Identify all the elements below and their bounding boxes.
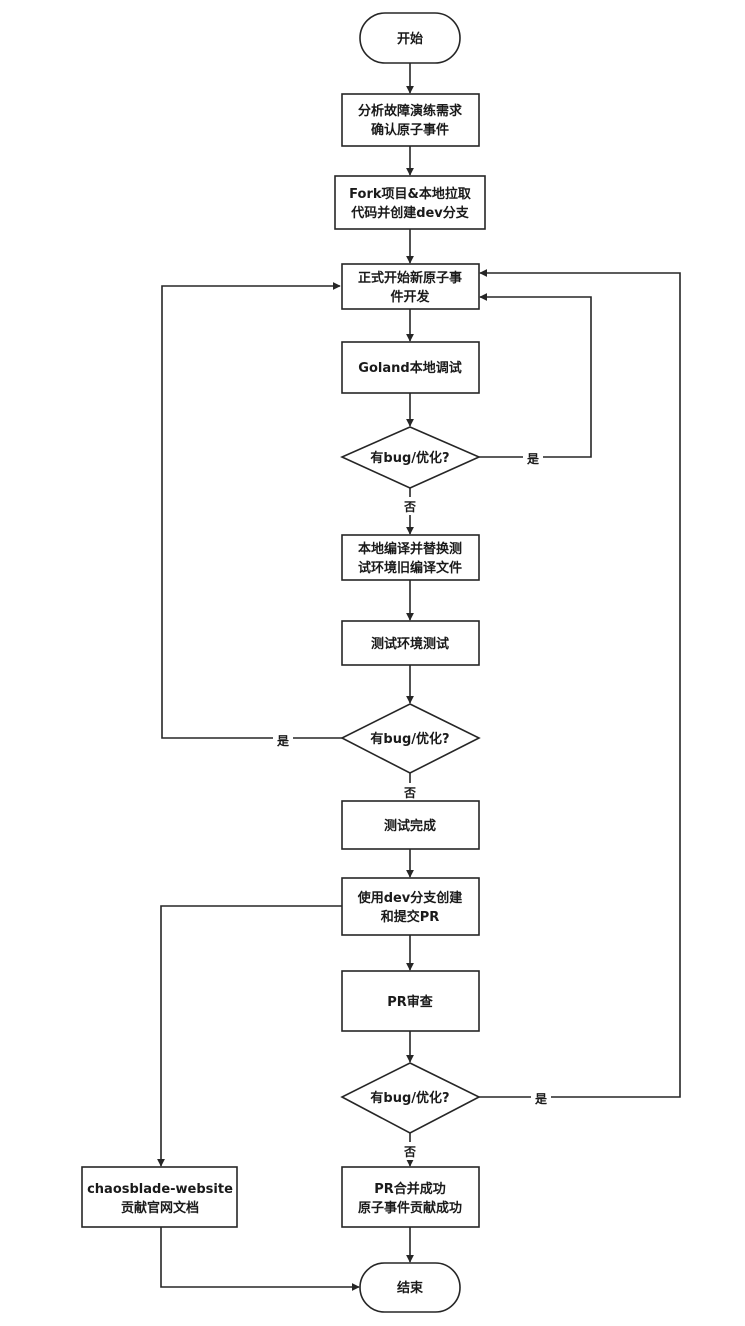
check3-node: 有bug/优化? bbox=[340, 1062, 481, 1134]
develop-label-line2: 件开发 bbox=[390, 289, 430, 305]
end-label: 结束 bbox=[397, 1280, 424, 1296]
check2-node: 有bug/优化? bbox=[340, 703, 481, 774]
check1-label: 有bug/优化? bbox=[370, 450, 449, 466]
merged-node: PR合并成功 原子事件贡献成功 bbox=[341, 1166, 480, 1228]
check1-node: 有bug/优化? bbox=[340, 426, 481, 489]
check2-no-label: 否 bbox=[403, 786, 416, 800]
end-node: 结束 bbox=[359, 1262, 461, 1313]
website-node: chaosblade-website 贡献官网文档 bbox=[81, 1166, 238, 1228]
website-label-line1: chaosblade-website bbox=[87, 1182, 233, 1197]
review-node: PR审查 bbox=[341, 970, 480, 1032]
review-label: PR审查 bbox=[387, 994, 434, 1010]
done-node: 测试完成 bbox=[341, 800, 480, 850]
edge-labels: 是 否 是 否 是 否 bbox=[273, 449, 551, 1160]
pr-node: 使用dev分支创建 和提交PR bbox=[341, 877, 480, 936]
check1-yes-label: 是 bbox=[526, 452, 540, 466]
check3-no-label: 否 bbox=[403, 1145, 416, 1159]
pr-label-line2: 和提交PR bbox=[381, 909, 440, 925]
develop-node: 正式开始新原子事 件开发 bbox=[341, 263, 480, 310]
envtest-label: 测试环境测试 bbox=[371, 636, 449, 652]
start-label: 开始 bbox=[397, 31, 423, 47]
analyze-node: 分析故障演练需求 确认原子事件 bbox=[341, 93, 480, 147]
check3-label: 有bug/优化? bbox=[370, 1090, 449, 1106]
check1-no-label: 否 bbox=[403, 500, 416, 514]
edge-website-end bbox=[160, 1227, 360, 1291]
edge-check3-yes-develop bbox=[479, 269, 681, 1098]
debug-label: Goland本地调试 bbox=[358, 360, 461, 376]
check2-yes-label: 是 bbox=[276, 734, 290, 748]
start-node: 开始 bbox=[359, 12, 461, 64]
develop-label-line1: 正式开始新原子事 bbox=[358, 270, 462, 286]
fork-label-line2: 代码并创建dev分支 bbox=[350, 205, 470, 221]
debug-node: Goland本地调试 bbox=[341, 341, 480, 394]
compile-label-line1: 本地编译并替换测 bbox=[358, 541, 462, 557]
analyze-label-line2: 确认原子事件 bbox=[371, 122, 449, 138]
edge-check1-yes-develop bbox=[479, 293, 592, 458]
website-label-line2: 贡献官网文档 bbox=[121, 1200, 199, 1216]
pr-label-line1: 使用dev分支创建 bbox=[357, 890, 463, 906]
check2-label: 有bug/优化? bbox=[370, 731, 449, 747]
edge-pr-website bbox=[157, 905, 342, 1167]
compile-node: 本地编译并替换测 试环境旧编译文件 bbox=[341, 534, 480, 581]
fork-node: Fork项目&本地拉取 代码并创建dev分支 bbox=[334, 175, 486, 230]
edge-check2-yes-develop bbox=[161, 282, 342, 739]
fork-label-line1: Fork项目&本地拉取 bbox=[349, 186, 472, 202]
done-label: 测试完成 bbox=[384, 818, 436, 834]
merged-label-line2: 原子事件贡献成功 bbox=[358, 1200, 462, 1216]
check3-yes-label: 是 bbox=[534, 1092, 548, 1106]
analyze-label-line1: 分析故障演练需求 bbox=[358, 103, 463, 119]
compile-label-line2: 试环境旧编译文件 bbox=[358, 560, 462, 576]
envtest-node: 测试环境测试 bbox=[341, 620, 480, 666]
merged-label-line1: PR合并成功 bbox=[374, 1181, 446, 1197]
